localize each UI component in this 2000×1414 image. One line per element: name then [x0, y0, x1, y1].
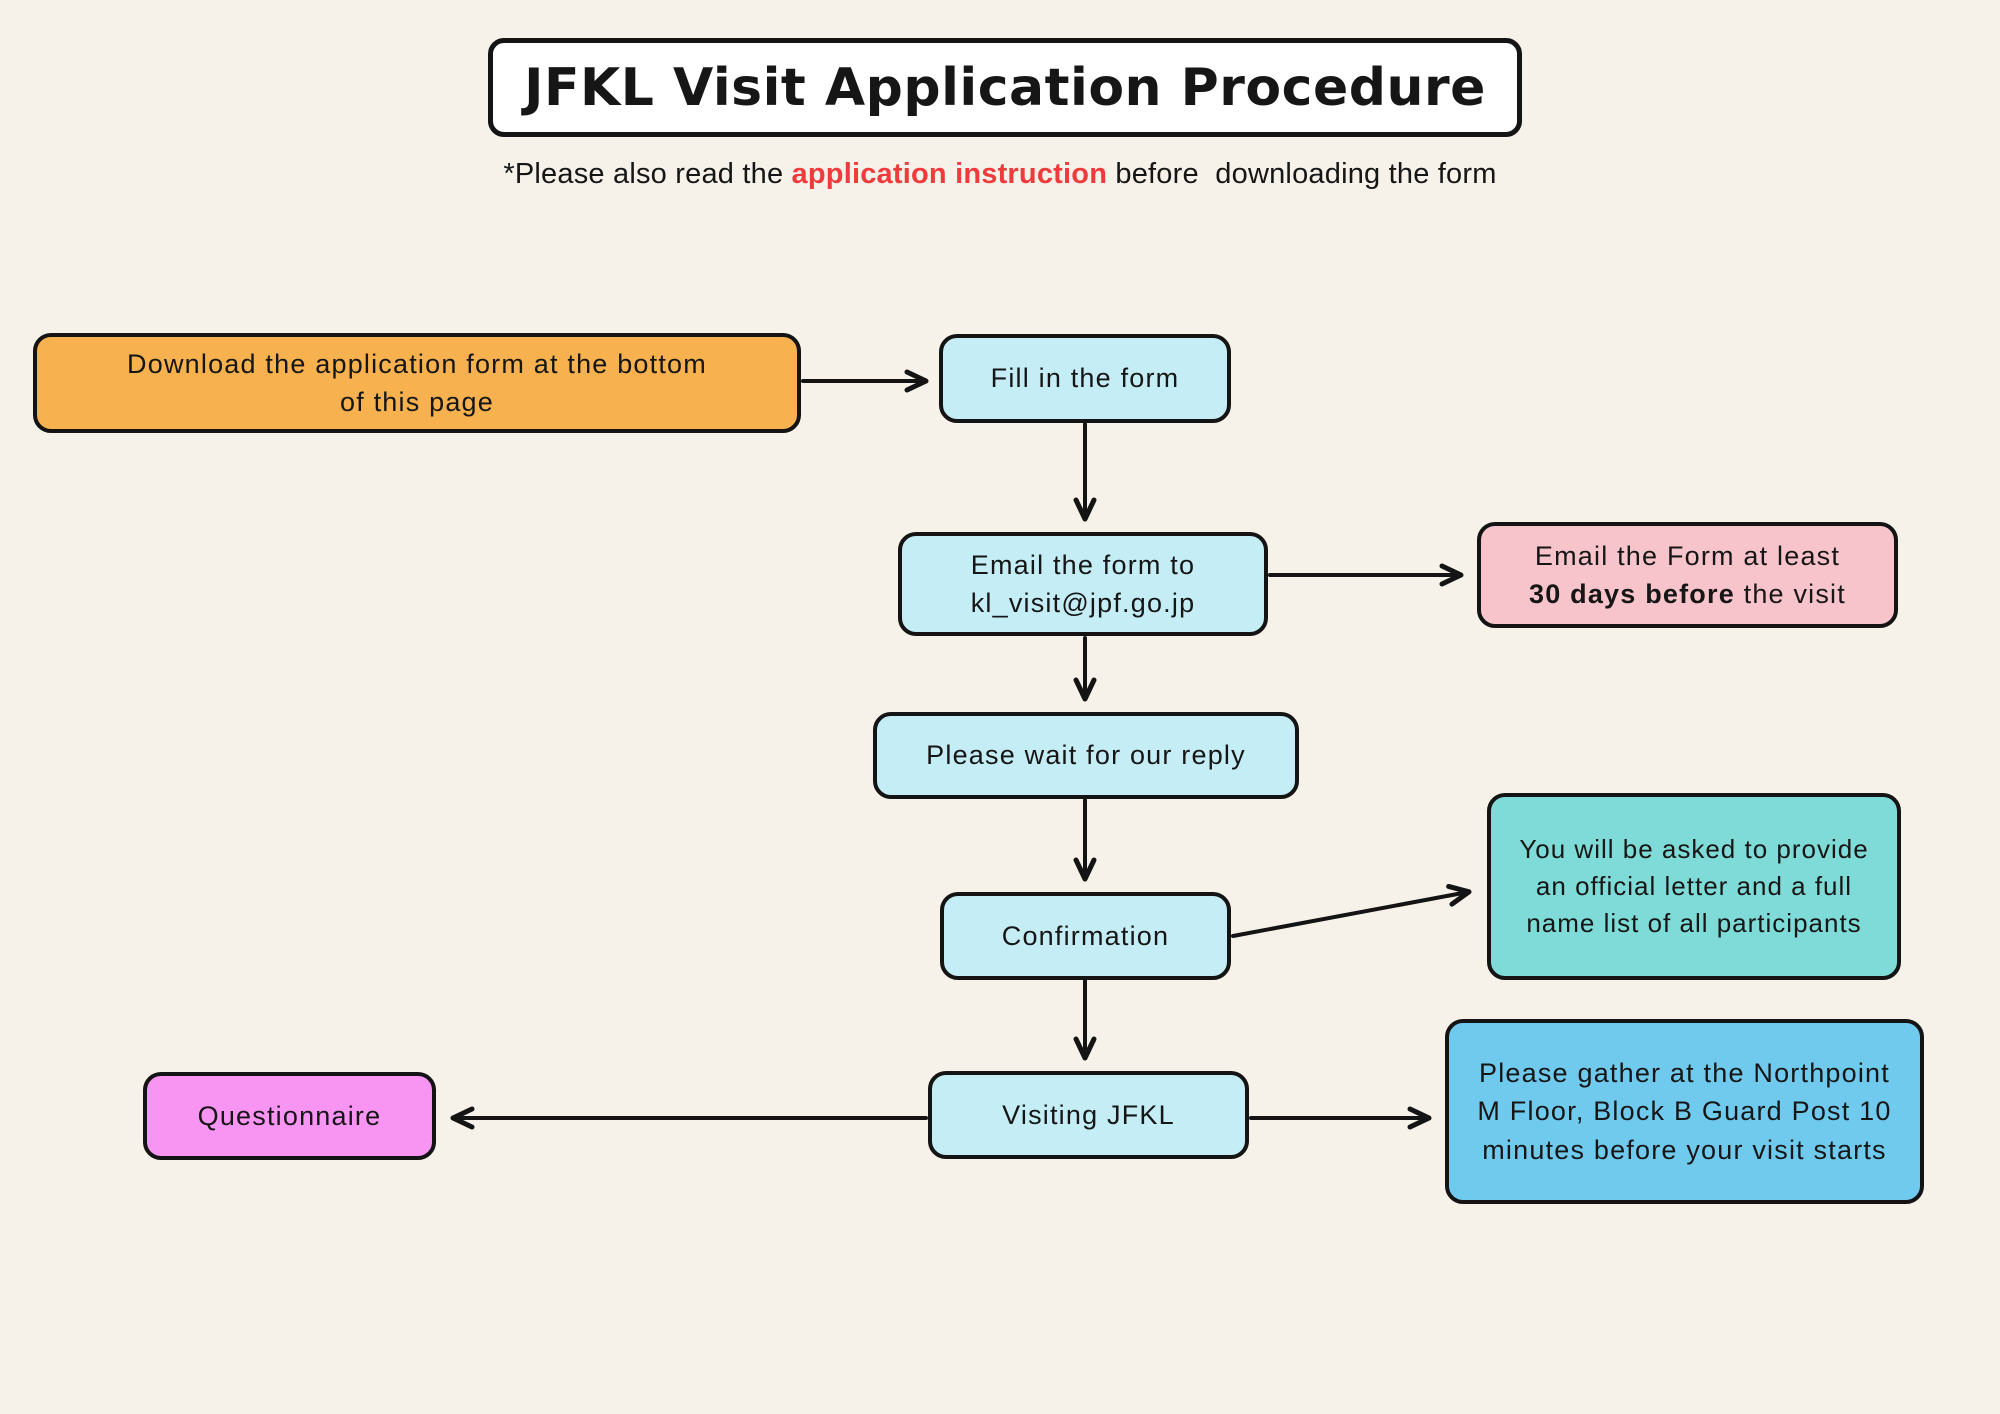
page-title: JFKL Visit Application Procedure — [524, 57, 1486, 118]
box-label: Download the application form at the bot… — [127, 348, 707, 417]
box-label-line1: Email the form to — [970, 549, 1196, 580]
box-label: Visiting JFKL — [1002, 1099, 1175, 1130]
title-box: JFKL Visit Application Procedure — [488, 38, 1522, 137]
flow-box-fill-form: Fill in the form — [939, 334, 1231, 423]
deadline-rest-text: the visit — [1734, 579, 1846, 609]
box-label: Please wait for our reply — [926, 740, 1246, 771]
box-label-line2: kl_visit@jpf.go.jp — [970, 588, 1196, 618]
deadline-bold-text: 30 days before — [1529, 579, 1735, 609]
flow-box-email-deadline: Email the Form at least 30 days before t… — [1477, 522, 1898, 628]
flow-box-wait-reply: Please wait for our reply — [873, 712, 1299, 799]
subtitle: *Please also read the application instru… — [0, 158, 2000, 191]
subtitle-suffix: before downloading the form — [1107, 158, 1497, 190]
flow-box-visiting-jfkl: Visiting JFKL — [928, 1071, 1249, 1159]
flow-box-gather-instructions: Please gather at the Northpoint M Floor,… — [1445, 1019, 1924, 1204]
subtitle-highlight: application instruction — [791, 158, 1108, 190]
box-label: Confirmation — [1001, 920, 1170, 951]
subtitle-prefix: *Please also read the — [503, 158, 792, 190]
arrow-confirmation-to-official-letter — [1231, 883, 1472, 938]
flow-box-questionnaire: Questionnaire — [143, 1072, 436, 1160]
flow-box-download-form: Download the application form at the bot… — [33, 333, 801, 433]
box-label: Please gather at the Northpoint M Floor,… — [1477, 1058, 1892, 1165]
flow-box-email-form: Email the form to kl_visit@jpf.go.jp — [898, 532, 1268, 636]
box-label-line2: 30 days before the visit — [1529, 575, 1846, 613]
flow-box-confirmation: Confirmation — [940, 892, 1231, 980]
box-label: Fill in the form — [990, 363, 1180, 394]
box-label-line1: Email the Form at least — [1534, 540, 1841, 571]
flow-box-official-letter: You will be asked to provide an official… — [1487, 793, 1901, 980]
box-label: You will be asked to provide an official… — [1519, 834, 1869, 938]
box-label: Questionnaire — [197, 1100, 382, 1131]
